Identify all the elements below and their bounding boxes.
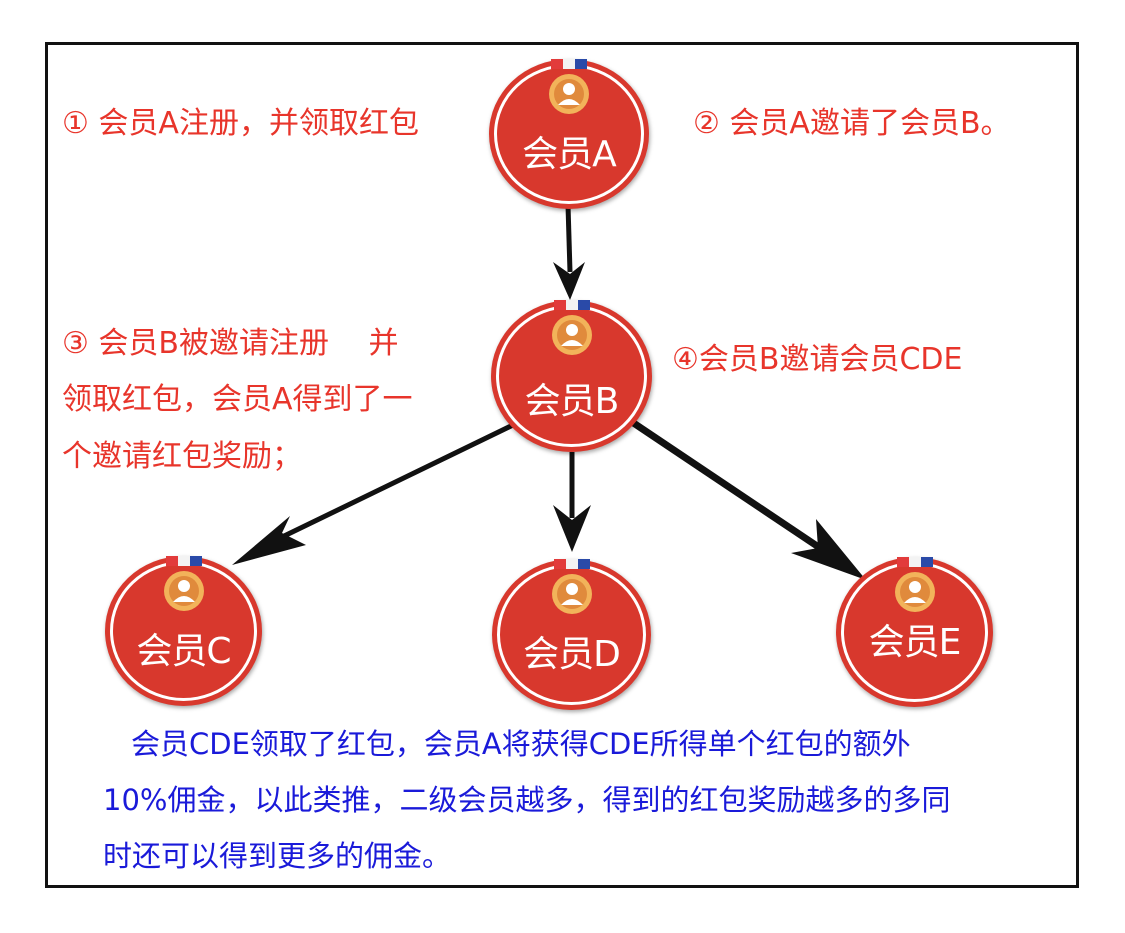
user-medal-icon — [894, 572, 935, 612]
summary-line: 时还可以得到更多的佣金。 — [103, 839, 452, 873]
arrow-a-to-b-head — [553, 262, 585, 300]
user-medal-icon — [549, 74, 589, 114]
member-c-node: 会员C — [105, 556, 262, 706]
member-a-node: 会员A — [489, 59, 649, 209]
arrow-b-to-e-head — [791, 519, 866, 580]
summary-line: 会员CDE领取了红包，会员A将获得CDE所得单个红包的额外 — [131, 727, 911, 761]
step-3-line: ③ 会员B被邀请注册 并 — [62, 326, 399, 361]
step-1-note: ① 会员A注册，并领取红包 — [62, 106, 419, 141]
step-2-note: ② 会员A邀请了会员B。 — [693, 106, 1011, 141]
arrow-b-to-c-head — [232, 516, 306, 565]
member-c-label: 会员C — [136, 631, 231, 672]
arrow-b-to-e — [630, 419, 828, 555]
user-medal-icon — [551, 574, 592, 614]
ribbon-icon — [896, 557, 933, 567]
user-medal-icon — [163, 571, 204, 611]
member-d-label: 会员D — [523, 634, 621, 675]
ribbon-icon — [553, 559, 590, 569]
user-medal-icon — [551, 315, 592, 355]
arrow-b-to-d-head — [553, 505, 591, 552]
member-b-label: 会员B — [524, 381, 620, 422]
member-a-label: 会员A — [522, 134, 617, 175]
arrow-a-to-b — [565, 204, 573, 273]
arrow-b-to-c — [278, 422, 515, 541]
step-3-line: 个邀请红包奖励； — [62, 439, 302, 474]
member-e-label: 会员E — [868, 622, 962, 663]
member-d-node: 会员D — [492, 559, 651, 710]
ribbon-icon — [165, 556, 202, 566]
step-4-note: ④会员B邀请会员CDE — [672, 342, 963, 377]
ribbon-icon — [553, 300, 590, 310]
member-b-node: 会员B — [491, 300, 652, 452]
step-3-line: 领取红包，会员A得到了一 — [62, 382, 413, 417]
member-e-node: 会员E — [836, 557, 993, 707]
summary-line: 10%佣金，以此类推，二级会员越多，得到的红包奖励越多的多同 — [103, 783, 951, 817]
ribbon-icon — [551, 59, 587, 69]
